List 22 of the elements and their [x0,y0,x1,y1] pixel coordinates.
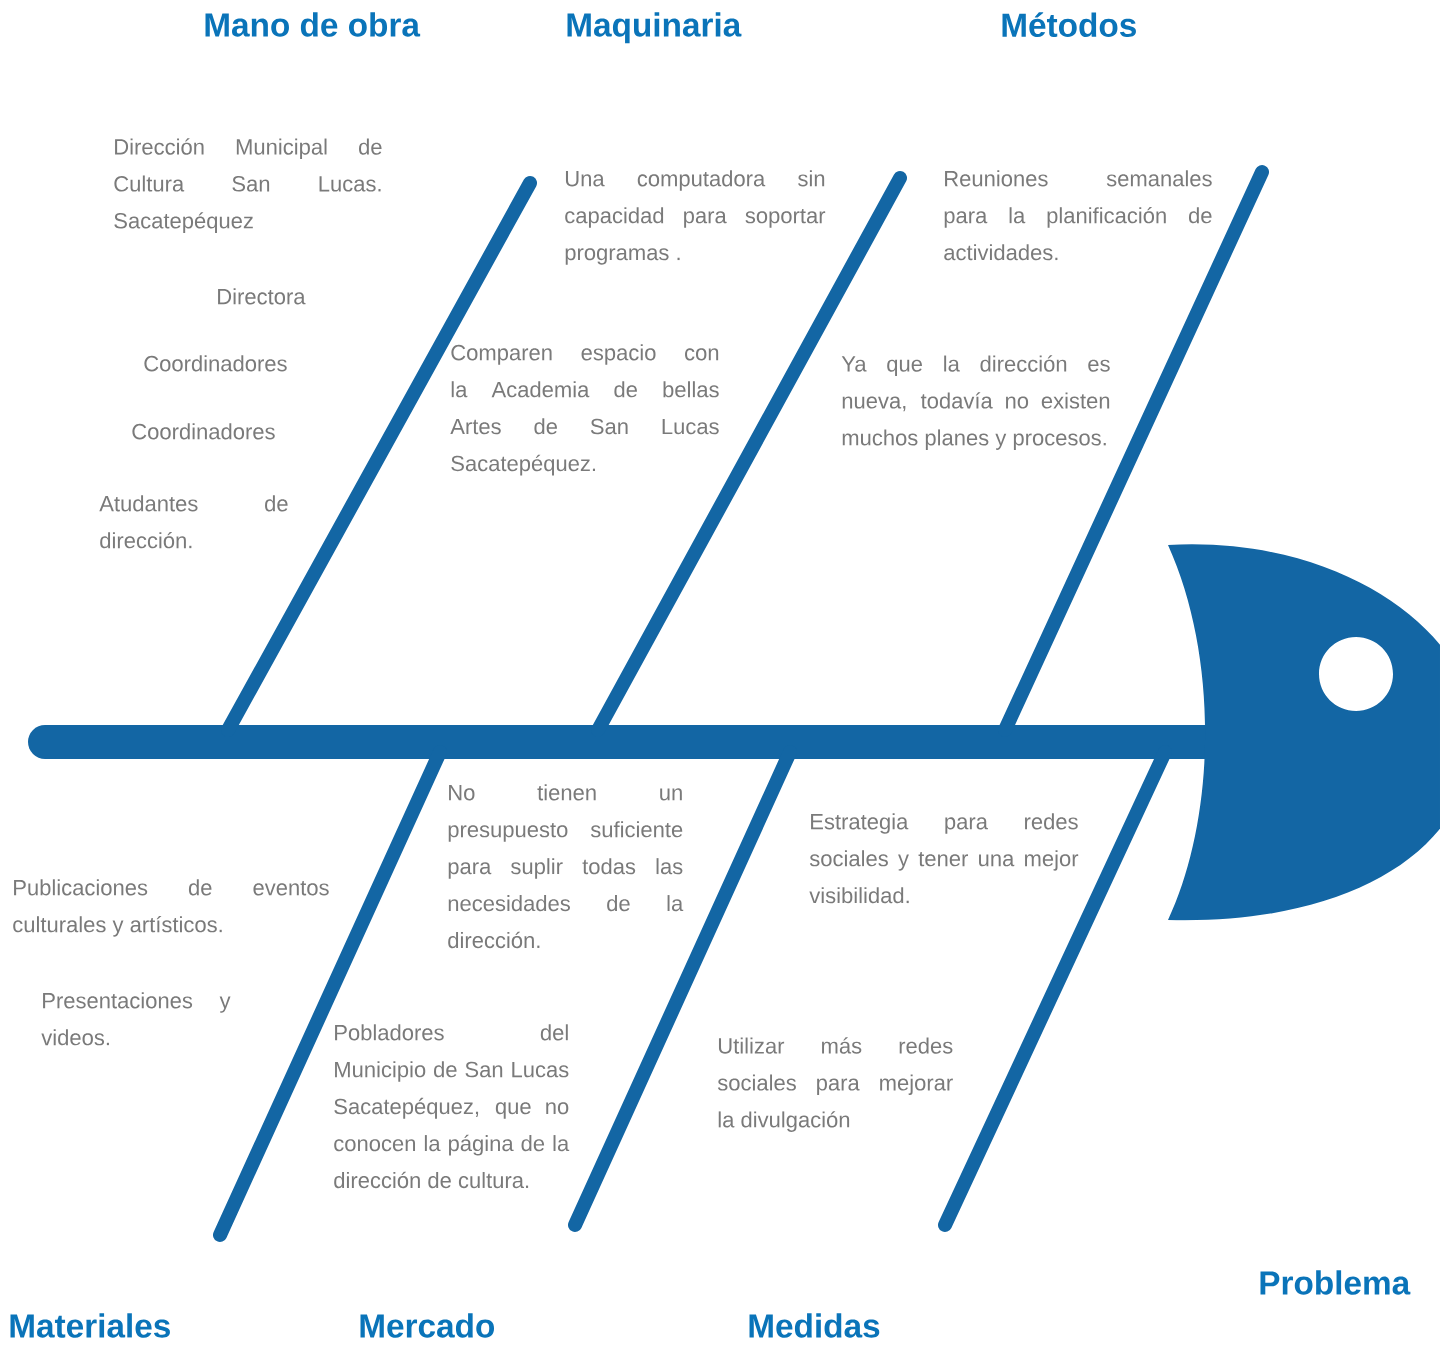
cause-text: Ya que la dirección es nueva, todavía no existen muchos planes y procesos. [841,355,1110,450]
cause-text: Utilizar más redes sociales para mejorar la divulgación [717,1037,953,1132]
category-heading: Mano de obra [205,12,421,37]
cause-text: No tienen un presupuesto suficiente para suplir todas las necesidades de la dirección. [448,784,684,949]
cause-text: Pobladores del Municipio de San Lucas Sacatepéquez, que no conocen la página de la dirección de cultura. [334,1024,570,1189]
cause-text: Coordinadores [144,355,287,372]
cause-text: Estrategia para redes sociales y tener una mejor visibilidad. [809,813,1079,904]
cause-text: Presentaciones y videos. [41,992,231,1046]
cause-text: Atudantes de dirección. [99,495,288,549]
cause-text: Reuniones semanales para la planificación de actividades. [944,170,1212,261]
category-heading: Materiales [10,1313,170,1338]
cause-text: Coordinadores [132,423,275,440]
cause-text: Publicaciones de eventos culturales y artísticos. [13,879,329,937]
category-heading: Mercado [360,1313,494,1338]
category-heading: Maquinaria [567,12,742,44]
cause-text: Comparen espacio con la Academia de bellas Artes de San Lucas Sacatepéquez. [450,344,719,476]
category-heading: Métodos [1002,12,1136,38]
cause-text: Una computadora sin capacidad para soportar programas . [565,170,826,265]
category-heading: Medidas [749,1313,880,1338]
cause-text: Dirección Municipal de Cultura San Lucas. Sacatepéquez [114,138,382,233]
cause-text: Directora [218,288,306,305]
category-heading: Problema [1260,1270,1411,1295]
